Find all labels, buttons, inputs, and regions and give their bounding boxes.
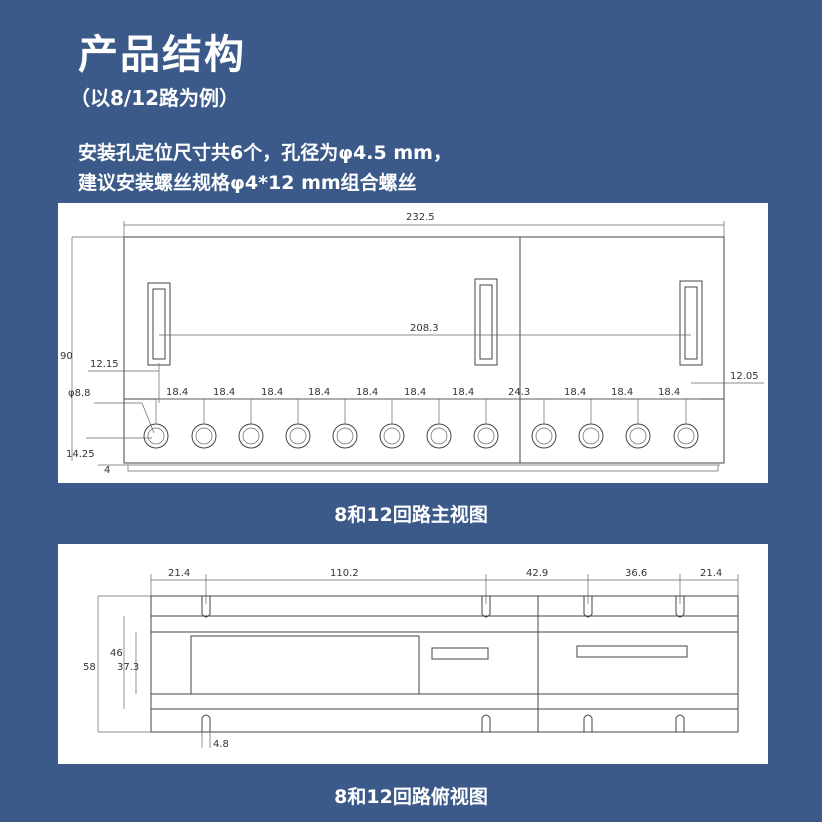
front-view-panel: 232.5 208.3 90 12.15 12.05 18.4 [58, 203, 768, 483]
desc-line-2: 建议安装螺丝规格φ4*12 mm组合螺丝 [78, 172, 417, 194]
terminal-screw [143, 423, 169, 449]
front-view-caption: 8和12回路主视图 [334, 504, 488, 526]
terminal-screw-inner [383, 427, 401, 445]
top-view-drawing: 21.4 110.2 42.9 36.6 21.4 58 46 3 [83, 568, 739, 750]
terminal-screw-inner [677, 427, 695, 445]
terminal-screw [285, 423, 311, 449]
dim-h46: 46 [110, 648, 123, 659]
page-title: 产品结构 [78, 32, 246, 78]
dim-top-right: 21.4 [700, 568, 722, 579]
pitch-label: 18.4 [658, 387, 680, 398]
terminal-screw [673, 423, 699, 449]
gap-label: 24.3 [508, 387, 530, 398]
terminal-screw-inner [477, 427, 495, 445]
terminal-screw [332, 423, 358, 449]
terminal-screw-inner [195, 427, 213, 445]
dim-terminal-height: 14.25 [66, 449, 95, 460]
terminal-screw-inner [629, 427, 647, 445]
dim-right-offset: 12.05 [730, 371, 759, 382]
install-description: 安装孔定位尺寸共6个，孔径为φ4.5 mm， 建议安装螺丝规格φ4*12 mm组… [78, 138, 452, 198]
dim-height: 90 [60, 351, 73, 362]
dim-total-width: 232.5 [406, 212, 435, 223]
dim-h58: 58 [83, 662, 96, 673]
pitch-label: 18.4 [564, 387, 586, 398]
terminal-screw-inner [336, 427, 354, 445]
terminal-screw [191, 423, 217, 449]
dim-base: 4 [104, 465, 110, 476]
pitch-label: 18.4 [356, 387, 378, 398]
terminal-screw [473, 423, 499, 449]
top-view-panel: 21.4 110.2 42.9 36.6 21.4 58 46 3 [58, 544, 768, 764]
pitch-label: 18.4 [611, 387, 633, 398]
dim-top-left: 21.4 [168, 568, 190, 579]
terminal-screw-inner [289, 427, 307, 445]
terminal-screw-inner [242, 427, 260, 445]
dim-top-mid2: 36.6 [625, 568, 647, 579]
terminal-screw [379, 423, 405, 449]
dim-left-offset: 12.15 [90, 359, 119, 370]
terminal-screw-inner [430, 427, 448, 445]
pitch-label: 18.4 [261, 387, 283, 398]
pitch-label: 18.4 [213, 387, 235, 398]
dim-hole-span: 208.3 [410, 323, 439, 334]
dim-slot: 4.8 [213, 739, 229, 750]
pitch-label: 18.4 [404, 387, 426, 398]
dim-top-mid: 110.2 [330, 568, 359, 579]
dim-terminal-dia: φ8.8 [68, 388, 91, 399]
dim-h373: 37.3 [117, 662, 139, 673]
pitch-label: 18.4 [166, 387, 188, 398]
pitch-labels: 18.4 18.4 18.4 18.4 18.4 18.4 18.4 24.3 … [166, 387, 680, 398]
terminal-screw [426, 423, 452, 449]
pitch-label: 18.4 [308, 387, 330, 398]
page-subtitle: （以8/12路为例） [70, 86, 240, 110]
top-view-caption: 8和12回路俯视图 [334, 786, 488, 808]
front-view-drawing: 232.5 208.3 90 12.15 12.05 18.4 [60, 212, 764, 476]
desc-line-1: 安装孔定位尺寸共6个，孔径为φ4.5 mm， [78, 142, 452, 164]
terminal-screw-inner [535, 427, 553, 445]
terminal-screw [531, 423, 557, 449]
dim-top-gap: 42.9 [526, 568, 548, 579]
terminal-screws [143, 399, 699, 449]
terminal-screw [578, 423, 604, 449]
terminal-screw-inner [582, 427, 600, 445]
pitch-label: 18.4 [452, 387, 474, 398]
terminal-screw [238, 423, 264, 449]
terminal-screw-inner [147, 427, 165, 445]
terminal-screw [625, 423, 651, 449]
